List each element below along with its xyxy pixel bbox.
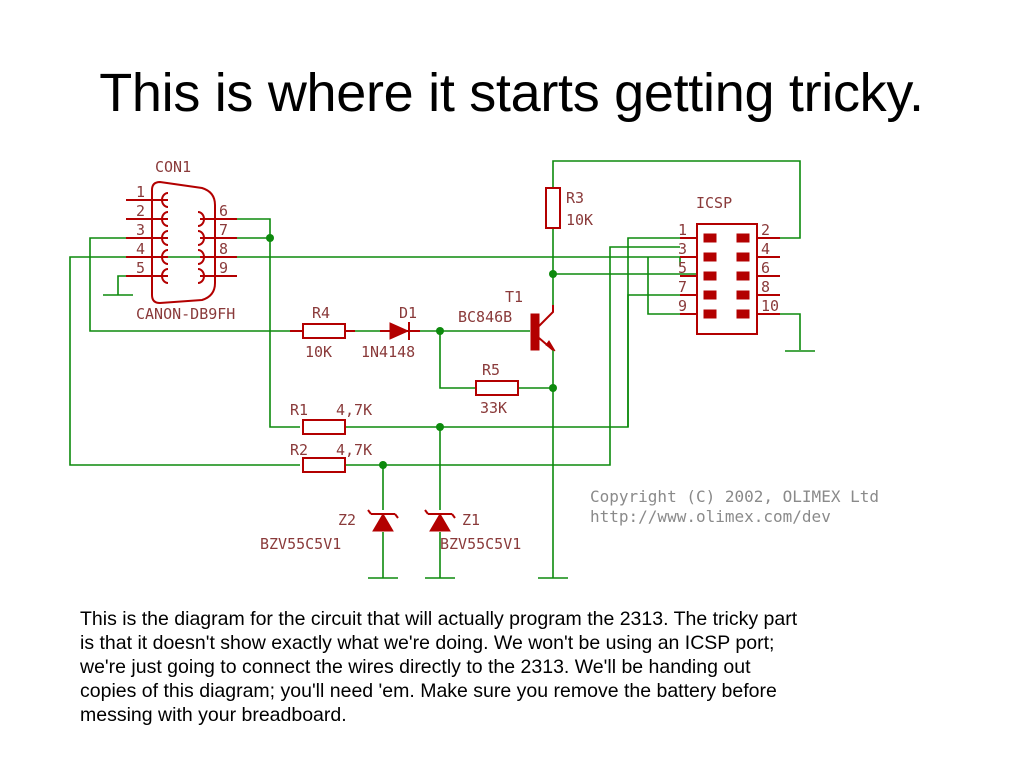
wire-pin8-down-to-r1 — [269, 238, 300, 428]
db9-pin-6: 6 — [219, 202, 228, 220]
db9-pin-4: 4 — [136, 240, 145, 258]
r5-name: R5 — [482, 361, 500, 379]
caption-line-2: is that it doesn't show exactly what we'… — [80, 632, 775, 654]
t1-name: T1 — [505, 288, 523, 306]
resistor-r4: R4 10K — [290, 304, 355, 361]
d1-name: D1 — [399, 304, 417, 322]
r2-value: 4,7K — [336, 441, 372, 459]
caption-line-4: copies of this diagram; you'll need 'em.… — [80, 680, 777, 702]
wires — [69, 160, 815, 579]
icsp-pin-4: 4 — [761, 240, 770, 258]
slide-title: This is where it starts getting tricky. — [99, 63, 924, 123]
r1-name: R1 — [290, 401, 308, 419]
caption-line-5: messing with your breadboard. — [80, 704, 347, 726]
r4-value: 10K — [305, 343, 332, 361]
r5-value: 33K — [480, 399, 507, 417]
r3-name: R3 — [566, 189, 584, 207]
icsp-pin-1: 1 — [678, 221, 687, 239]
wire-r2-out — [345, 246, 680, 466]
wire-pin5-ground — [117, 275, 126, 295]
db9-pin-7: 7 — [219, 221, 228, 239]
wire-pin4 — [69, 256, 300, 466]
r3-value: 10K — [566, 211, 593, 229]
wire-icsp9 — [647, 257, 697, 315]
resistor-r1: R1 4,7K — [290, 401, 372, 435]
wire-r3-top — [552, 160, 801, 239]
db9-shell — [151, 180, 216, 305]
slide-caption: This is the diagram for the circuit that… — [80, 607, 960, 727]
r2-name: R2 — [290, 441, 308, 459]
db9-pin-1: 1 — [136, 183, 145, 201]
db9-pin-9: 9 — [219, 259, 228, 277]
icsp-header: ICSP 1 3 5 7 9 2 4 6 8 10 — [678, 194, 780, 335]
z1-value: BZV55C5V1 — [440, 535, 521, 553]
wire-pin4-to-icsp — [126, 256, 681, 266]
t1-value: BC846B — [458, 308, 512, 326]
icsp-pin-3: 3 — [678, 240, 687, 258]
r1-value: 4,7K — [336, 401, 372, 419]
wire-icsp7 — [627, 294, 697, 427]
wire-base-to-r5 — [439, 331, 475, 389]
junction-collector — [549, 270, 557, 278]
z2-value: BZV55C5V1 — [260, 535, 341, 553]
copyright-line: Copyright (C) 2002, OLIMEX Ltd — [590, 487, 879, 506]
db9-part: CANON-DB9FH — [136, 305, 235, 323]
icsp-pin-8: 8 — [761, 278, 770, 296]
z1-name: Z1 — [462, 511, 480, 529]
resistor-r5: R5 33K — [475, 361, 519, 417]
resistor-r2: R2 4,7K — [290, 441, 372, 473]
wire-pin3-to-r4 — [89, 237, 300, 332]
junction-base — [436, 327, 444, 335]
db9-pin-3: 3 — [136, 221, 145, 239]
r4-name: R4 — [312, 304, 330, 322]
icsp-name: ICSP — [696, 194, 732, 212]
copyright-url: http://www.olimex.com/dev — [590, 507, 831, 526]
resistor-r3: R3 10K — [545, 187, 593, 229]
zener-z2: Z2 BZV55C5V1 — [260, 509, 399, 553]
wire-pin7 — [237, 218, 271, 238]
icsp-pin-7: 7 — [678, 278, 687, 296]
zener-z1: Z1 BZV55C5V1 — [424, 509, 521, 553]
icsp-pin-9: 9 — [678, 297, 687, 315]
icsp-pin-6: 6 — [761, 259, 770, 277]
db9-pin-5: 5 — [136, 259, 145, 277]
junction-pin8 — [266, 234, 274, 242]
junction-emitter — [549, 384, 557, 392]
caption-line-3: we're just going to connect the wires di… — [80, 656, 751, 678]
junction-r2 — [379, 461, 387, 469]
junction-r1 — [436, 423, 444, 431]
icsp-pin-10: 10 — [761, 297, 779, 315]
diode-d1: D1 1N4148 — [361, 304, 420, 361]
circuit-schematic: CON1 CANON-DB9FH 1 2 3 4 5 6 7 8 9 R3 10… — [69, 158, 879, 579]
icsp-pin-5: 5 — [678, 259, 687, 277]
transistor-t1: T1 BC846B — [458, 288, 556, 352]
d1-value: 1N4148 — [361, 343, 415, 361]
caption-line-1: This is the diagram for the circuit that… — [80, 608, 798, 630]
z2-name: Z2 — [338, 511, 356, 529]
db9-connector: CON1 CANON-DB9FH 1 2 3 4 5 6 7 8 9 — [126, 158, 237, 323]
db9-pin-2: 2 — [136, 202, 145, 220]
db9-pin-8: 8 — [219, 240, 228, 258]
db9-name: CON1 — [155, 158, 191, 176]
wire-icsp10-ground — [757, 313, 801, 350]
icsp-pin-2: 2 — [761, 221, 770, 239]
